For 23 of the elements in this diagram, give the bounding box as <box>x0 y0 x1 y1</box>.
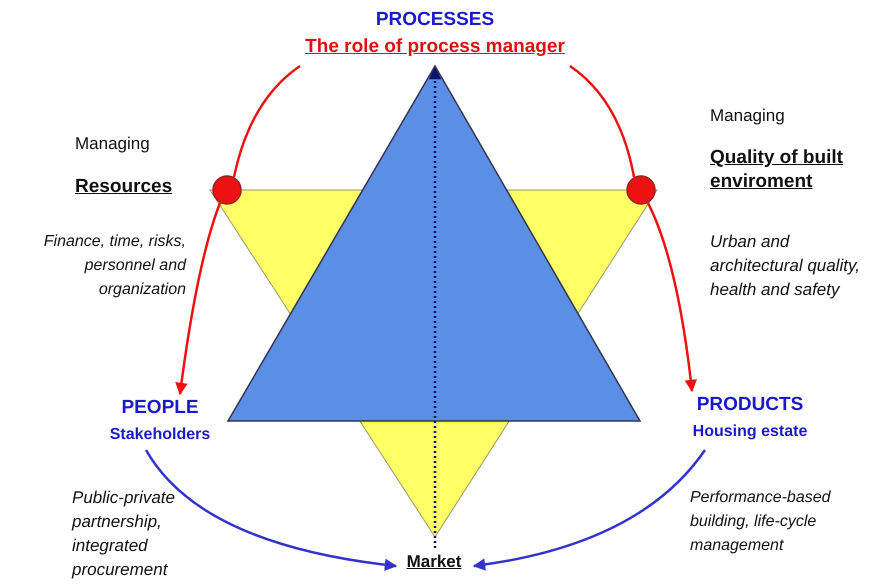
role-heading: The role of process manager <box>305 36 565 57</box>
description-text: Finance, time, risks, personnel and organization <box>42 232 186 300</box>
arc-line <box>569 65 636 178</box>
market-label: Market <box>396 548 472 574</box>
managing-label: Managing <box>710 105 786 127</box>
curved-arrow <box>175 202 222 396</box>
junction-circle <box>626 175 656 205</box>
area-heading: Quality of built enviroment <box>710 146 844 194</box>
arc-line <box>232 65 301 178</box>
area-heading: Resources <box>75 175 174 199</box>
description-text: Performance-based building, life-cycle management <box>690 488 832 556</box>
category-heading: PEOPLE <box>121 397 199 418</box>
subheading: Stakeholders <box>110 426 210 443</box>
description-text: Public-private partnership, integrated procurement <box>72 487 176 581</box>
managing-label: Managing <box>75 133 151 155</box>
category-heading: PRODUCTS <box>696 394 804 415</box>
curved-arrow <box>144 449 398 571</box>
subheading: Housing estate <box>692 423 808 440</box>
category-heading: PROCESSES <box>376 9 494 30</box>
junction-circle <box>212 175 242 205</box>
curved-arrow <box>646 202 697 392</box>
description-text: Urban and architectural quality, health and safety <box>710 231 860 301</box>
curved-arrow <box>472 449 706 571</box>
